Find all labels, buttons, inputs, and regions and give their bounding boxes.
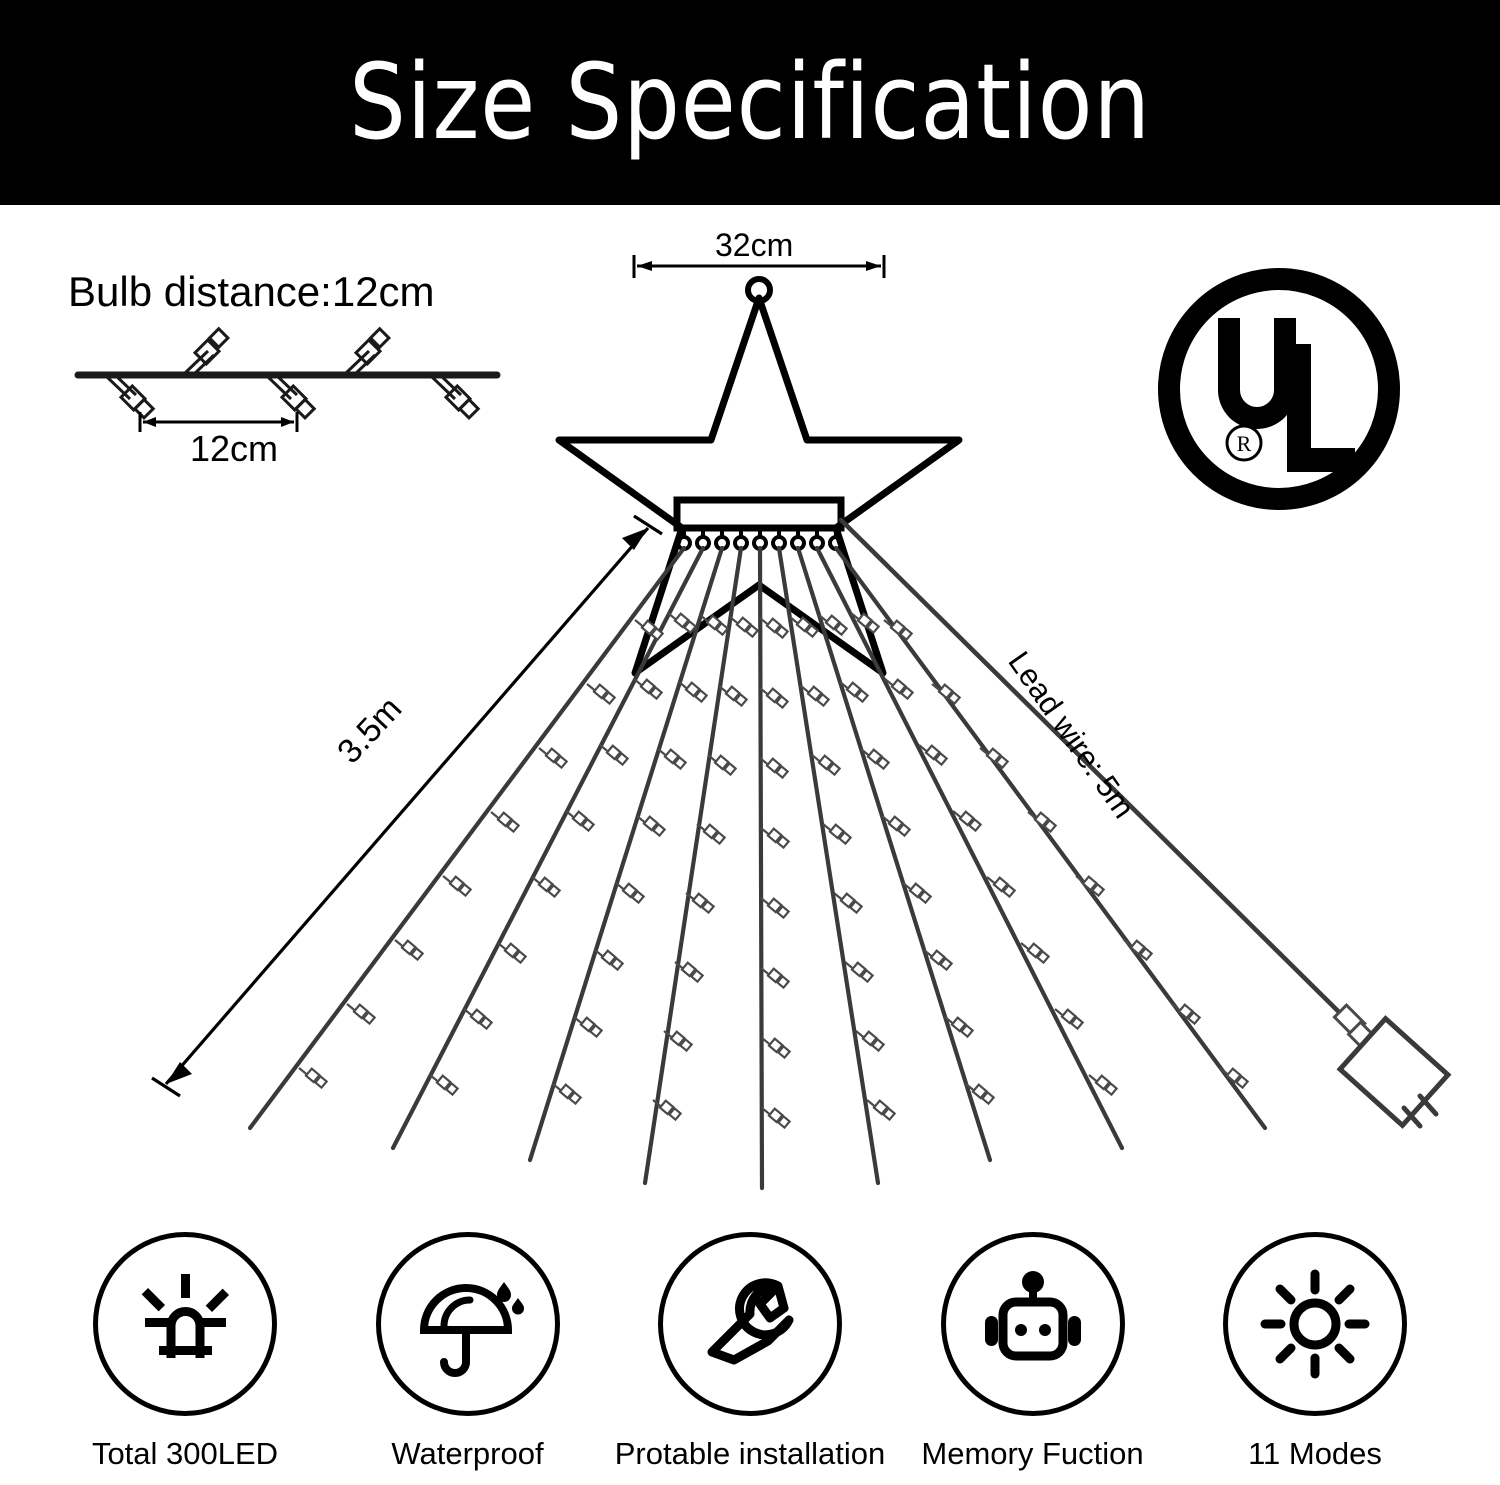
- star-width-label: 32cm: [715, 227, 794, 263]
- wrench-icon: [707, 1278, 794, 1365]
- feature-item-memory: Memory Fuction: [898, 1232, 1168, 1472]
- header-banner: Size Specification: [0, 0, 1500, 205]
- feature-label: Waterproof: [391, 1436, 544, 1471]
- water-droplets: [496, 1282, 524, 1315]
- strand-bulbs: [297, 611, 1249, 1129]
- sun-brightness-icon: [1260, 1269, 1370, 1379]
- bulb-string-wire-icon: [74, 326, 501, 421]
- registered-symbol-icon: R: [1225, 424, 1263, 462]
- strand-length-label: 3.5m: [330, 689, 410, 771]
- svg-text:R: R: [1237, 431, 1252, 456]
- strand-group: [247, 545, 1268, 1191]
- robot-head-icon: [984, 1271, 1081, 1361]
- feature-label: 11 Modes: [1248, 1436, 1382, 1471]
- bulb-distance-dimension-label: 12cm: [190, 428, 279, 469]
- wire-connector-icon: [1332, 1003, 1377, 1051]
- umbrella-icon: [419, 1282, 524, 1377]
- feature-icon-circle: [940, 1232, 1125, 1416]
- feature-icon-circle: [375, 1232, 560, 1416]
- feature-item-waterproof: Waterproof: [333, 1232, 603, 1472]
- feature-label: Protable installation: [614, 1436, 886, 1471]
- ul-letters: [1218, 318, 1355, 472]
- feature-icon-circle: [93, 1232, 277, 1416]
- feature-row: Total 300LED Waterproof: [50, 1232, 1450, 1482]
- star-hanging-loop-icon: [745, 276, 773, 304]
- power-adapter-icon: [1336, 1015, 1452, 1129]
- star-base-bar: [673, 496, 845, 532]
- feature-icon-circle: [658, 1232, 842, 1416]
- feature-label: Memory Fuction: [921, 1436, 1144, 1471]
- led-bulb-icon: [141, 1274, 230, 1358]
- feature-item-led: Total 300LED: [50, 1232, 320, 1472]
- strand-hanger-rings: [676, 528, 844, 551]
- page-title: Size Specification: [349, 41, 1151, 163]
- feature-item-modes: 11 Modes: [1180, 1232, 1450, 1472]
- star-outline-icon: [555, 294, 963, 677]
- lead-wire-label: Lead wire: 5m: [1001, 645, 1142, 825]
- feature-label: Total 300LED: [91, 1436, 279, 1471]
- bulb-distance-title: Bulb distance:12cm: [68, 268, 435, 315]
- feature-icon-circle: [1223, 1232, 1407, 1416]
- feature-item-installation: Protable installation: [615, 1232, 885, 1472]
